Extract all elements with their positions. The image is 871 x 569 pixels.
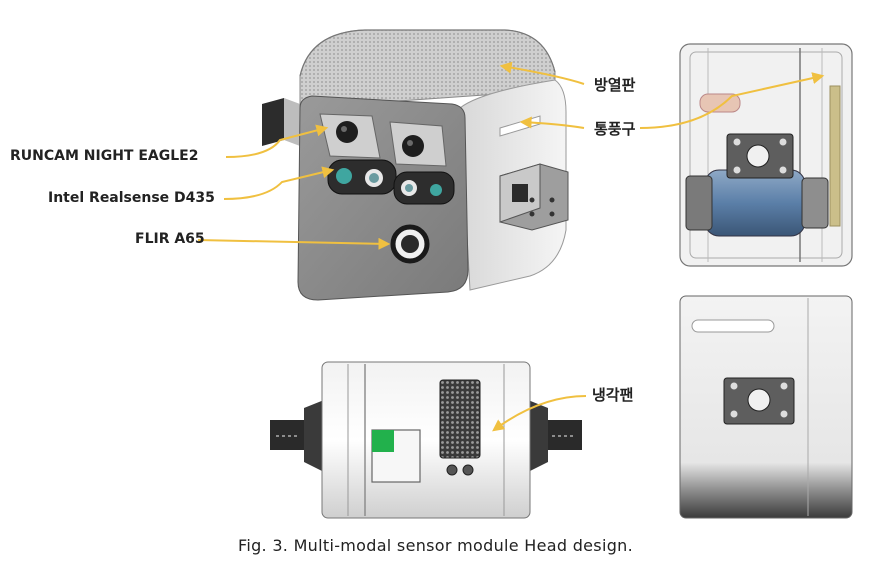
sensor-head-isometric <box>262 29 569 301</box>
callout-fan <box>492 395 587 432</box>
blue-camera-body <box>704 169 806 237</box>
label-cooling-fan: 냉각팬 <box>592 386 634 404</box>
label-heat-sink: 방열판 <box>594 76 636 94</box>
cooling-fan-grill <box>439 379 481 459</box>
label-flir: FLIR A65 <box>135 231 205 247</box>
callout-lines <box>197 61 825 432</box>
label-vent: 통풍구 <box>594 120 636 138</box>
runcam-lens-left <box>336 121 358 143</box>
label-realsense: Intel Realsense D435 <box>48 190 215 206</box>
green-component <box>372 430 394 452</box>
top-view-body <box>321 361 531 519</box>
callout-section <box>639 72 825 129</box>
front-view <box>679 295 853 519</box>
label-runcam: RUNCAM NIGHT EAGLE2 <box>10 148 199 164</box>
runcam-lens-right <box>402 135 424 157</box>
callout-vent <box>519 116 585 129</box>
callout-runcam <box>225 124 329 158</box>
callout-heatsink <box>499 61 585 85</box>
front-view-vent <box>691 319 775 333</box>
figure-caption: Fig. 3. Multi-modal sensor module Head d… <box>238 536 633 555</box>
callout-flir <box>197 237 391 250</box>
left-mount-bracket <box>262 98 284 146</box>
section-view <box>679 43 853 267</box>
callout-realsense <box>223 166 335 200</box>
top-view <box>270 361 582 519</box>
